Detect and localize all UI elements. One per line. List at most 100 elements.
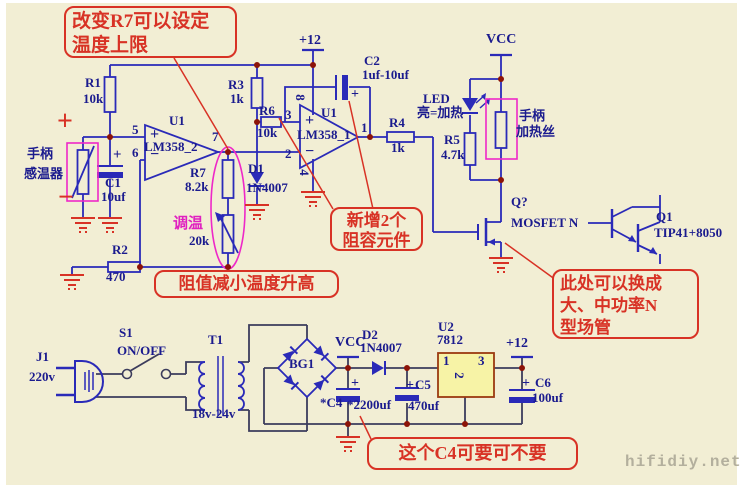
heater-highlight-box	[485, 98, 518, 160]
bg1-ref-label: BG1	[289, 356, 315, 371]
callout-line: 型场管	[560, 318, 611, 337]
u2-ref-label: U2	[438, 319, 454, 334]
annotation-pointers	[173, 57, 557, 440]
q-ref-label: Q?	[511, 194, 528, 209]
opamp-a-pin6-label: 6	[132, 145, 139, 160]
u2-pin1-label: 1	[443, 353, 450, 368]
mosfet-q	[477, 218, 501, 246]
callout-set-r7-limit: 改变R7可以设定 温度上限	[64, 6, 237, 58]
c2-ref-label: C2	[364, 53, 380, 68]
opamp-b-pin1-label: 1	[361, 120, 368, 135]
q1-ref-label: Q1	[656, 209, 673, 224]
resistor-r7	[221, 159, 235, 199]
pot-wiper	[219, 216, 239, 254]
r5-val-label: 4.7k	[441, 147, 465, 162]
opamp-b-plus-label: +	[305, 112, 315, 129]
d1-ref-label: D1	[248, 161, 264, 176]
u2-val-label: 7812	[437, 332, 463, 347]
c2-val-label: 1uf-10uf	[362, 67, 409, 82]
r2-ref-label: R2	[112, 242, 128, 257]
components	[56, 48, 657, 416]
opamp-a-pin5-label: 5	[132, 122, 139, 137]
plug-j1	[56, 360, 104, 403]
r1-ref-label: R1	[85, 75, 101, 90]
callout-new-rc-parts: 新增2个 阻容元件	[330, 207, 423, 251]
plus12-bottom-label: +12	[506, 336, 528, 351]
plus12-top-label: +12	[299, 33, 321, 48]
q-name-label: MOSFET N	[511, 215, 579, 230]
u1b-name-label: LM358_1	[297, 127, 351, 142]
c6-val-label: 100uf	[532, 390, 564, 405]
callout-c4-optional: 这个C4可要可不要	[367, 437, 578, 470]
heater-element	[494, 111, 508, 149]
capacitor-c5	[395, 387, 419, 401]
r4-val-label: 1k	[391, 140, 405, 155]
ground-symbols	[60, 191, 513, 452]
opamp-a-pin7-label: 7	[212, 129, 219, 144]
callout-line: 温度上限	[72, 35, 149, 56]
led-note-label: 亮=加热	[417, 105, 464, 120]
resistor-r3	[250, 77, 264, 109]
c5-ref-label: C5	[415, 377, 431, 392]
r3-ref-label: R3	[228, 77, 244, 92]
s1-name-label: ON/OFF	[117, 343, 167, 358]
callout-resistance-temperature: 阻值减小温度升高	[154, 270, 339, 298]
sensor-minus-label: −	[58, 182, 74, 213]
r5-ref-label: R5	[444, 132, 460, 147]
pot-name-label: 调温	[173, 216, 204, 232]
q1-name-label: TIP41+8050	[654, 225, 723, 240]
j1-ref-label: J1	[36, 349, 49, 364]
c5-plus-label: +	[406, 378, 414, 393]
r7-ref-label: R7	[190, 165, 206, 180]
capacitor-c4	[336, 388, 360, 402]
potentiometer-20k	[221, 214, 235, 254]
capacitor-c6	[509, 389, 535, 403]
d1-val-label: 1N4007	[246, 180, 288, 195]
c1-ref-label: C1	[105, 175, 121, 190]
callout-line: 阻容元件	[342, 231, 411, 250]
u1b-ref-label: U1	[321, 105, 337, 120]
u1a-ref-label: U1	[169, 113, 185, 128]
regulator-u2-7812	[437, 352, 495, 398]
callout-line: 大、中功率N	[560, 296, 658, 315]
r6-ref-label: R6	[259, 103, 275, 118]
r3-val-label: 1k	[230, 91, 244, 106]
capacitor-c2	[335, 75, 348, 100]
vcc-bottom-label: VCC	[335, 335, 366, 350]
callout-mosfet-substitute: 此处可以换成 大、中功率N 型场管	[552, 269, 699, 339]
r7-val-label: 8.2k	[185, 179, 209, 194]
callout-line: 这个C4可要可不要	[398, 443, 547, 463]
opamp-b-minus-label: −	[305, 143, 315, 160]
opamp-b-pin4-label: 4	[296, 169, 312, 176]
sensor-highlight-box	[66, 142, 99, 202]
ac-dc-wires	[96, 324, 523, 437]
s1-ref-label: S1	[119, 325, 133, 340]
opamp-b-pin3-label: 3	[285, 107, 292, 122]
switch-s1	[121, 353, 172, 380]
r6-val-label: 10k	[257, 125, 278, 140]
sensor-name-2-label: 感温器	[24, 166, 64, 181]
u2-pin2-label: 2	[451, 372, 467, 379]
heater-name-1-label: 手柄	[519, 108, 546, 123]
d2-val-label: 1N4007	[360, 340, 402, 355]
c4-plus-label: +	[351, 376, 359, 391]
c4-ref-label: *C4	[320, 395, 343, 410]
power-rail-bars	[302, 48, 533, 359]
pot-val-label: 20k	[189, 233, 210, 248]
opamp-b-pin8-label: 8	[292, 94, 308, 101]
callout-line: 阻值减小温度升高	[178, 274, 315, 293]
resistor-r4	[386, 131, 415, 143]
c5-val-label: 470uf	[408, 398, 440, 413]
heater-name-2-label: 加热丝	[516, 124, 556, 139]
t1-val-label: 18v-24v	[192, 406, 236, 421]
u2-pin3-label: 3	[478, 353, 485, 368]
watermark: hifidiy.net	[625, 453, 741, 471]
junction-dots	[107, 62, 525, 427]
c6-plus-label: +	[522, 376, 530, 391]
resistor-r1	[103, 76, 117, 113]
opamp-a-plus-label: +	[150, 126, 160, 143]
transformer-t1	[198, 356, 245, 416]
vcc-top-label: VCC	[486, 32, 517, 47]
c1-val-label: 10uf	[101, 189, 126, 204]
